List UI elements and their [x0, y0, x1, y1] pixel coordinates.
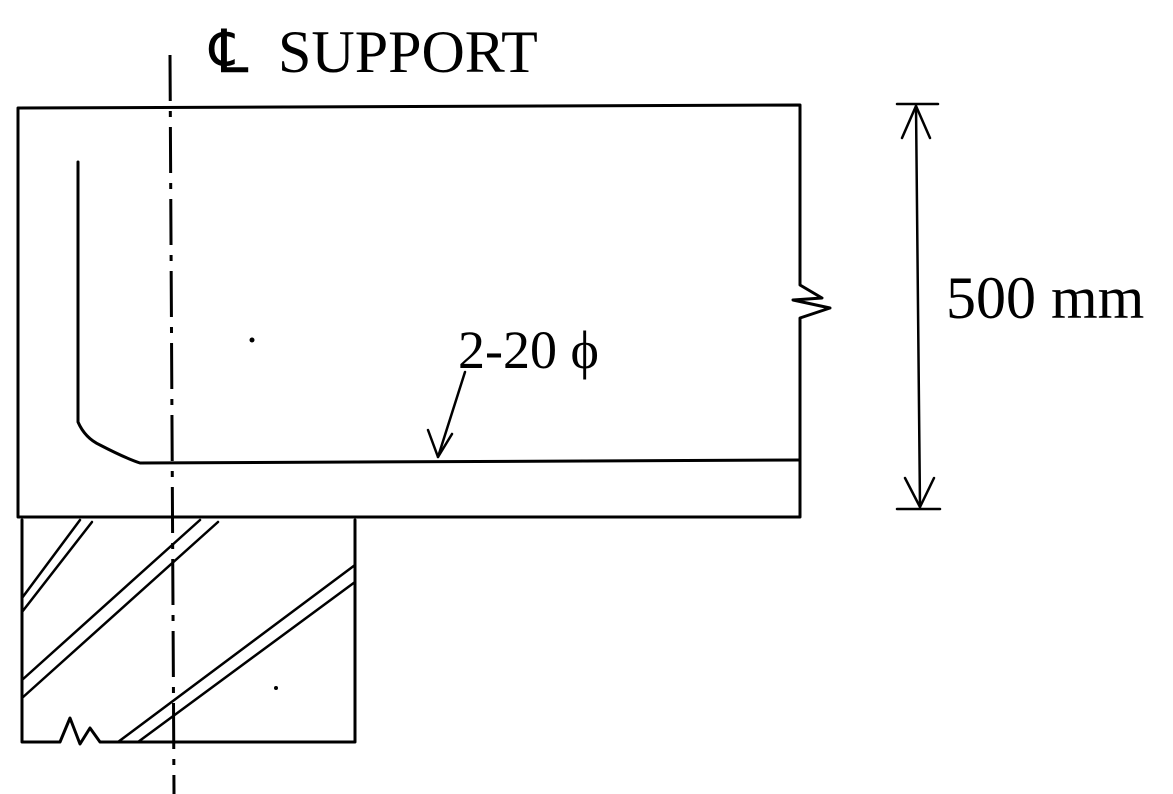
support-label-text: SUPPORT	[278, 19, 538, 85]
support-hatching	[20, 518, 357, 744]
centerline-symbol: ℄	[208, 19, 249, 85]
depth-dimension	[895, 102, 942, 511]
support-centerline	[168, 54, 176, 794]
centerline-label: ℄ SUPPORT	[208, 19, 538, 85]
rebar-label: 2-20 ϕ	[458, 320, 599, 380]
beam-outline	[16, 103, 832, 519]
ink-dot	[274, 686, 278, 690]
rebar-leader-arrow	[426, 370, 467, 459]
rebar-bent-bar	[76, 160, 802, 465]
support-column-outline	[20, 518, 357, 746]
ink-dot	[249, 337, 255, 343]
depth-dimension-label: 500 mm	[946, 265, 1144, 331]
